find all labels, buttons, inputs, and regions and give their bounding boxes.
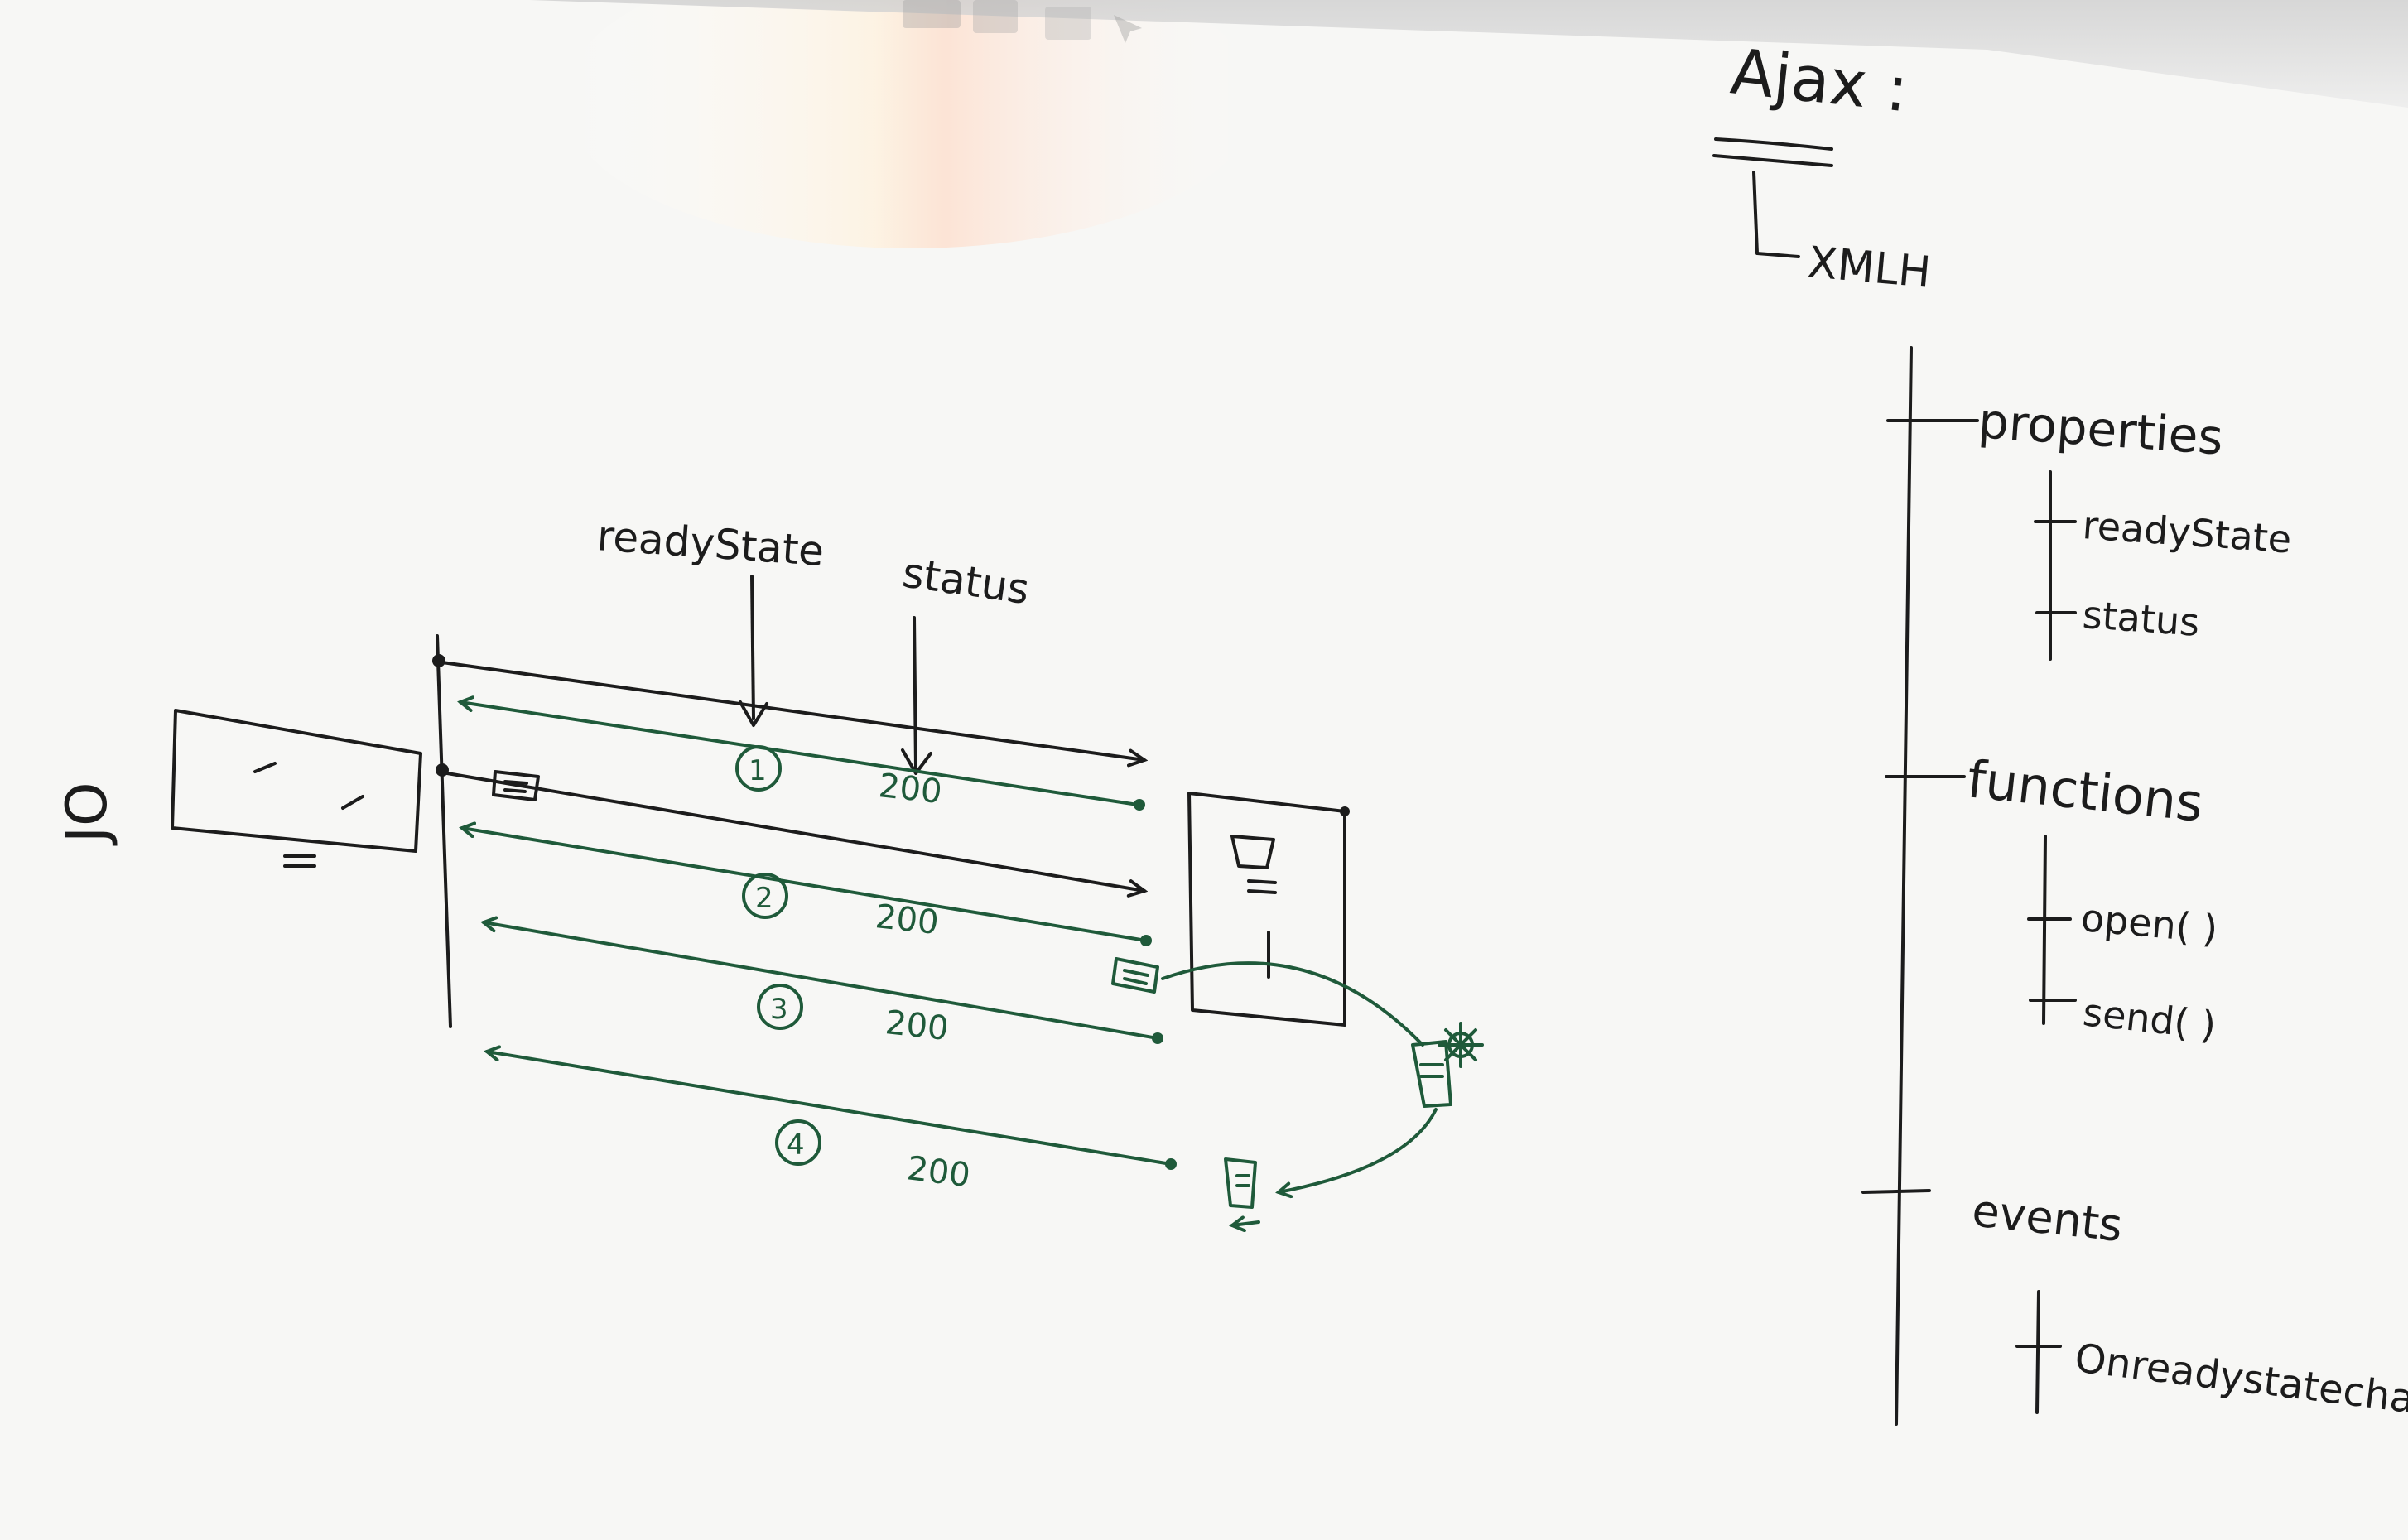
request-lines: [441, 661, 1144, 891]
server-box: [1187, 792, 1346, 1027]
request-arrow-1: [441, 661, 1144, 760]
branch-events: [1861, 1189, 1931, 1194]
response-arrow-1: [460, 702, 1139, 806]
response-arrow-3: [484, 922, 1159, 1040]
step-number-2: 2: [755, 882, 773, 915]
server: [1187, 792, 1350, 1027]
response-lines: 1 200 2 200 3 200 4 200: [460, 702, 1177, 1195]
response-doc-icon: [1224, 1157, 1257, 1209]
step-number-3: 3: [770, 993, 788, 1026]
step-badge-3: [757, 984, 803, 1030]
status-value-3: 200: [884, 1003, 951, 1048]
arrow-status: [913, 616, 917, 770]
processing-gear-icon: [1438, 1022, 1484, 1068]
client-label: JO: [55, 782, 120, 846]
browser-stand: [283, 854, 316, 868]
browser-window: [171, 709, 422, 853]
status-value-4: 200: [905, 1149, 972, 1195]
response-arrow-4: [487, 1052, 1173, 1166]
step-badge-4: [775, 1119, 821, 1166]
step-badge-2: [742, 873, 788, 919]
status-value-1: 200: [877, 767, 944, 811]
title-underline: [1714, 137, 1833, 151]
step-badge-1: [735, 745, 782, 792]
header: Ajax : XMLH: [1712, 34, 1933, 298]
server-file-icon: [1230, 835, 1275, 869]
request-arrow-2: [445, 772, 1144, 891]
server-request-doc-icon: [1111, 957, 1159, 994]
title-underline-2: [1712, 154, 1833, 167]
property-item-status: status: [2081, 592, 2201, 645]
projected-toolbar-icons: [903, 0, 1142, 43]
events-stem: [2035, 1290, 2040, 1414]
tree-trunk: [1895, 346, 1913, 1426]
step-number-1: 1: [749, 754, 767, 787]
functions-stem: [2042, 835, 2047, 1025]
light-glare: [563, 0, 1259, 248]
header-bracket: [1752, 171, 1800, 258]
client-request-doc-icon: [492, 770, 540, 801]
client-timeline: [436, 634, 452, 1028]
board-top-edge: [530, 0, 2408, 108]
flow-documents: [492, 770, 1484, 1225]
header-subtitle: XMLH: [1806, 238, 1933, 298]
status-value-2: 200: [874, 898, 941, 942]
response-arrow-2: [462, 828, 1148, 942]
arrow-readystate: [750, 575, 755, 720]
step-number-4: 4: [787, 1129, 805, 1162]
client: JO: [55, 634, 452, 1028]
response-return-curve: [1279, 1108, 1438, 1192]
server-process-curve: [1161, 961, 1424, 1047]
processing-doc-icon: [1411, 1040, 1452, 1108]
